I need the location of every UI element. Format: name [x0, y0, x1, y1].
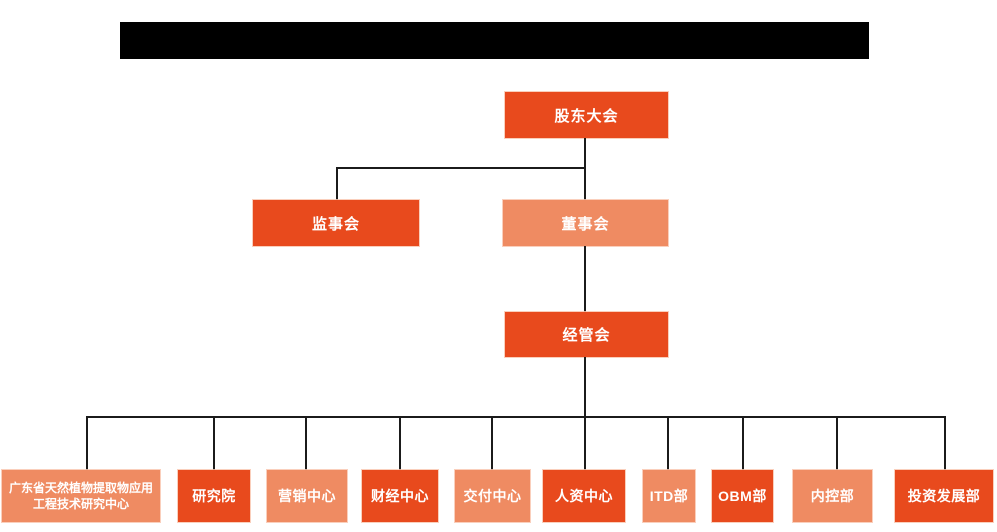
org-node-dept-delivery-center: 交付中心: [455, 470, 530, 522]
org-node-dept-research-center: 广东省天然植物提取物应用工程技术研究中心: [2, 470, 160, 522]
connector-dept-drop-1: [86, 416, 88, 470]
org-node-board-of-directors: 董事会: [503, 200, 668, 246]
connector-dept-drop-10: [944, 416, 946, 470]
org-node-dept-investment-development: 投资发展部: [895, 470, 993, 522]
org-node-dept-research-institute: 研究院: [178, 470, 250, 522]
connector-dept-drop-4: [399, 416, 401, 470]
redacted-title-bar: [120, 22, 869, 59]
connector-dept-drop-5: [491, 416, 493, 470]
org-node-shareholders-meeting: 股东大会: [505, 92, 668, 138]
connector-dept-drop-9: [836, 416, 838, 470]
org-node-management-committee: 经管会: [505, 312, 668, 357]
connector-management-stem: [584, 357, 586, 470]
org-node-dept-itd: ITD部: [643, 470, 695, 522]
connector-dept-drop-2: [213, 416, 215, 470]
connector-level2-horizontal: [336, 167, 586, 169]
org-node-dept-obm: OBM部: [712, 470, 773, 522]
connector-dept-drop-3: [305, 416, 307, 470]
connector-supervisory-drop: [336, 167, 338, 200]
org-node-dept-hr-center: 人资中心: [543, 470, 625, 522]
connector-root-stem: [584, 138, 586, 200]
org-node-dept-marketing-center: 营销中心: [267, 470, 347, 522]
org-node-supervisory-board: 监事会: [253, 200, 419, 246]
org-node-dept-internal-control: 内控部: [793, 470, 872, 522]
connector-dept-drop-7: [667, 416, 669, 470]
connector-departments-horizontal: [86, 416, 946, 418]
connector-dept-drop-8: [742, 416, 744, 470]
org-node-dept-finance-center: 财经中心: [362, 470, 438, 522]
connector-board-management: [584, 246, 586, 312]
